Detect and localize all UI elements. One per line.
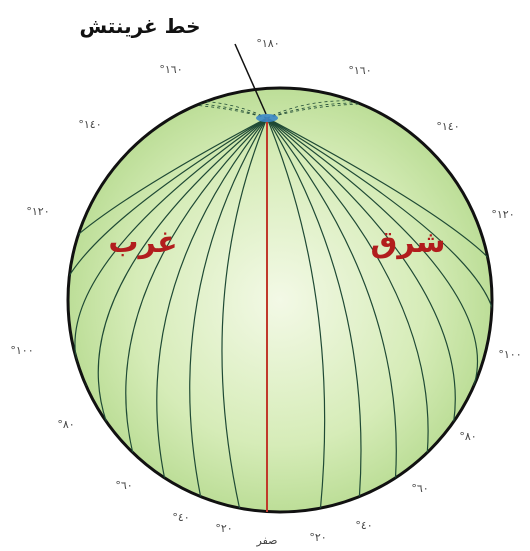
meridian-west-3 [156, 117, 268, 478]
meridian-west-7 [68, 117, 268, 349]
meridian-east-6 [266, 117, 479, 387]
greenwich-title: خط غرينتش [79, 14, 200, 38]
degree-label-west-120: °١٢٠ [26, 205, 49, 218]
meridian-east-8 [266, 117, 492, 308]
degree-label-west-60: °٦٠ [115, 479, 132, 492]
degree-label-east-140: °١٤٠ [436, 120, 459, 133]
degree-label-west-40: °٤٠ [172, 511, 189, 524]
meridian-east-2 [266, 117, 362, 497]
meridian-west-2 [189, 117, 268, 497]
meridian-west-4 [125, 117, 268, 453]
meridian-west-8 [68, 117, 268, 308]
meridian-east-1 [266, 117, 326, 509]
degree-label-180: °١٨٠ [256, 37, 279, 50]
degree-label-east-100: °١٠٠ [498, 348, 521, 361]
degree-label-east-120: °١٢٠ [491, 208, 514, 221]
meridian-east-4 [266, 117, 429, 453]
degree-label-west-20: °٢٠ [215, 522, 232, 535]
degree-label-east-60: °٦٠ [411, 482, 428, 495]
west-hemisphere-label: غرب [108, 225, 177, 260]
degree-label-east-40: °٤٠ [355, 519, 372, 532]
degree-label-east-80: °٨٠ [459, 430, 476, 443]
degree-label-zero: صفر [256, 534, 278, 547]
east-hemisphere-label: شرق [371, 225, 446, 260]
meridian-west-1 [221, 117, 268, 509]
degree-label-west-140: °١٤٠ [78, 118, 101, 131]
globe-body [66, 86, 494, 514]
title-pointer-line [234, 43, 267, 115]
degree-label-west-80: °٨٠ [57, 418, 74, 431]
degree-label-east-20: °٢٠ [309, 531, 326, 544]
degree-label-west-100: °١٠٠ [10, 344, 33, 357]
meridian-east-3 [266, 117, 397, 478]
degree-label-west-160: °١٦٠ [159, 63, 182, 76]
pole-marker [256, 114, 278, 122]
meridian-east-5 [266, 117, 456, 422]
degree-label-east-160: °١٦٠ [348, 64, 371, 77]
meridian-west-6 [74, 117, 268, 387]
meridian-west-5 [97, 117, 268, 422]
meridian-east-7 [266, 117, 492, 349]
